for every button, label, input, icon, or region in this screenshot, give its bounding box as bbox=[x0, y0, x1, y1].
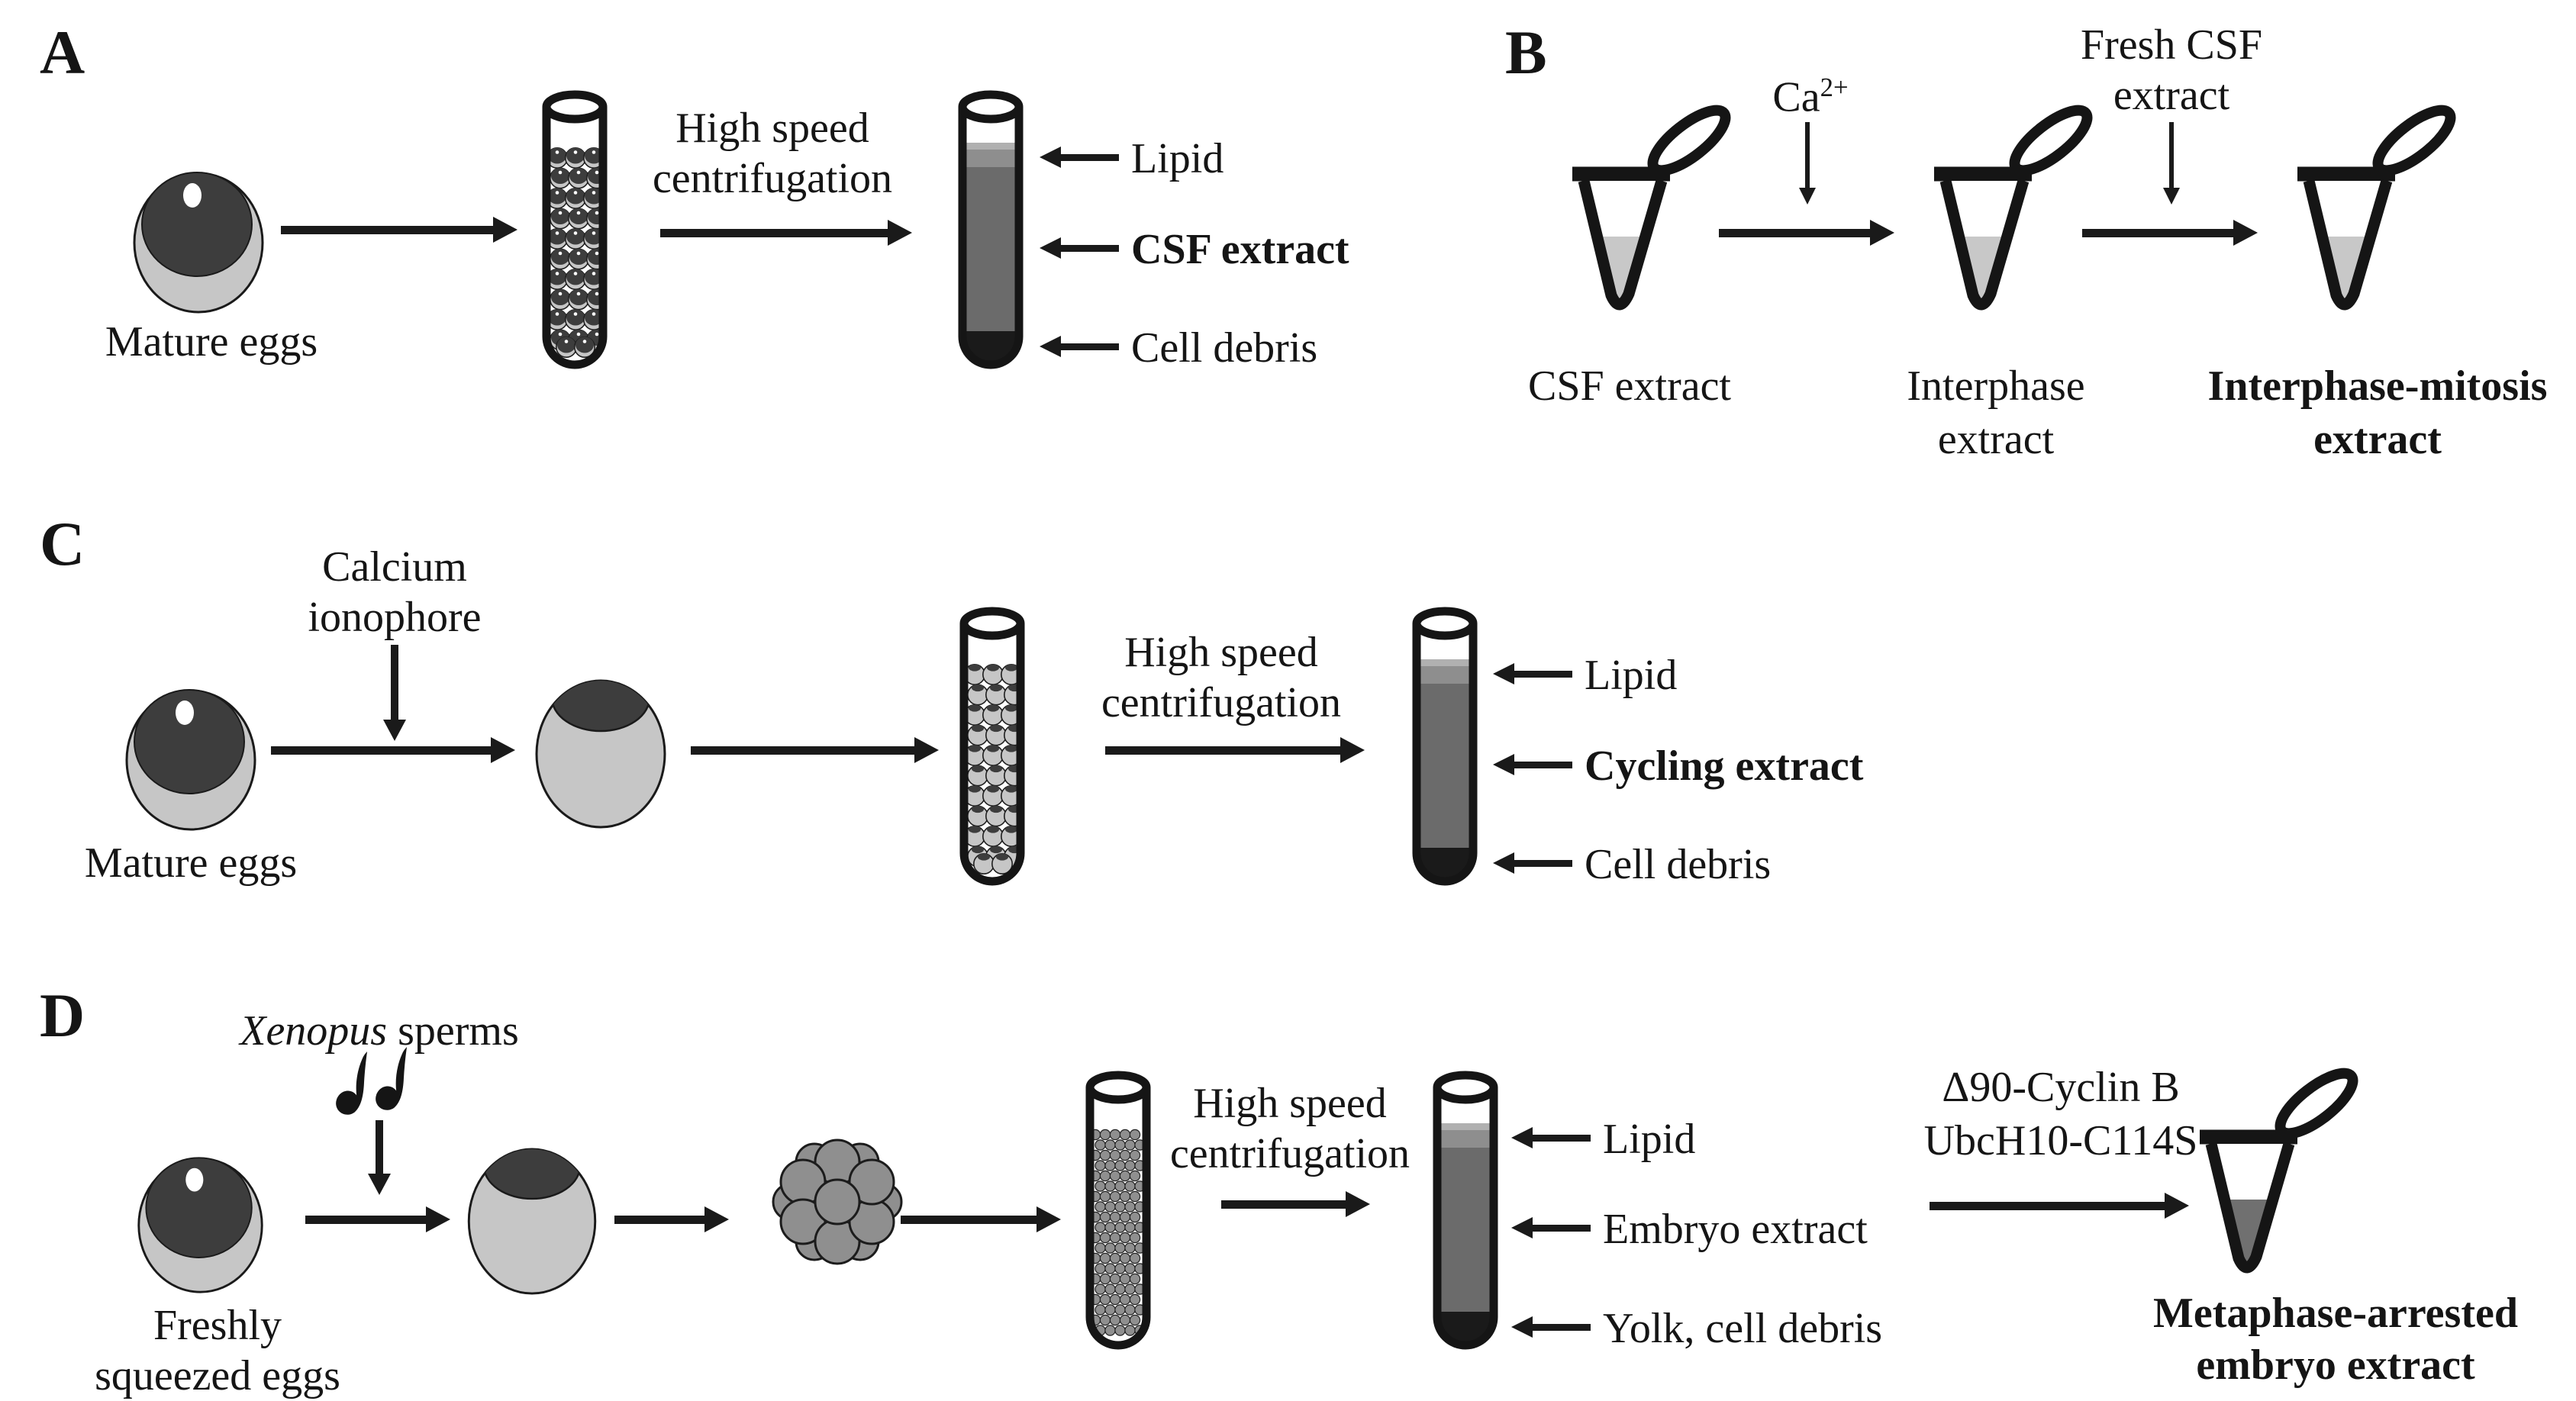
sperm-label: Xenopus sperms bbox=[240, 1007, 519, 1055]
sperm-icon bbox=[336, 1052, 368, 1115]
panel-d-source-label: squeezed eggs bbox=[95, 1352, 340, 1399]
arrow-left-icon bbox=[1511, 1127, 1591, 1148]
panel-c-source-label: Mature eggs bbox=[84, 839, 298, 887]
process-label: centrifugation bbox=[1169, 1130, 1411, 1177]
arrow-right-icon bbox=[271, 737, 515, 763]
arrow-right-icon bbox=[660, 220, 912, 246]
egg-tube-icon bbox=[959, 607, 1025, 886]
layer-label-extract: Cycling extract bbox=[1585, 742, 1864, 790]
arrow-right-icon bbox=[305, 1206, 450, 1232]
arrow-right-icon bbox=[1105, 737, 1365, 763]
mature-egg-icon bbox=[133, 172, 264, 314]
arrow-right-icon bbox=[691, 737, 939, 763]
fertilized-egg-icon bbox=[467, 1148, 597, 1295]
result-caption: Metaphase-arrested bbox=[2153, 1290, 2518, 1337]
activated-egg-icon bbox=[535, 679, 666, 829]
tube-caption-interphase: extract bbox=[1937, 416, 2055, 463]
layer-label-debris: Yolk, cell debris bbox=[1603, 1305, 1883, 1352]
panel-a-source-label: Mature eggs bbox=[105, 318, 318, 366]
arrow-right-icon bbox=[901, 1206, 1061, 1232]
arrow-left-icon bbox=[1493, 754, 1572, 775]
arrow-left-icon bbox=[1511, 1217, 1591, 1238]
layer-label-lipid: Lipid bbox=[1585, 652, 1678, 699]
arrow-left-icon bbox=[1040, 336, 1119, 357]
centrifuged-tube-icon bbox=[1412, 607, 1478, 886]
process-label: centrifugation bbox=[652, 155, 893, 202]
arrow-left-icon bbox=[1511, 1316, 1591, 1338]
arrow-down-icon bbox=[368, 1120, 391, 1195]
arrow-right-icon bbox=[2082, 220, 2258, 246]
centrifuged-tube-icon bbox=[1433, 1071, 1498, 1350]
layer-label-debris: Cell debris bbox=[1585, 841, 1772, 888]
arrow-left-icon bbox=[1040, 147, 1119, 168]
process-label: High speed bbox=[1193, 1080, 1387, 1127]
arrow-right-icon bbox=[614, 1206, 729, 1232]
panel-a-letter: A bbox=[40, 18, 85, 87]
layer-label-debris: Cell debris bbox=[1131, 324, 1318, 372]
arrow-down-icon bbox=[2163, 122, 2180, 205]
arrow-left-icon bbox=[1493, 663, 1572, 684]
reagent-label-freshcsf: Fresh CSF bbox=[2080, 21, 2263, 69]
sperm-icon bbox=[376, 1047, 408, 1110]
process-label: centrifugation bbox=[1101, 679, 1342, 726]
reagent-label-ubch10: UbcH10-C114S bbox=[1923, 1117, 2198, 1164]
tube-caption-interphase: Interphase bbox=[1907, 362, 2085, 410]
reagent-label-ionophore: Calcium bbox=[322, 543, 467, 591]
panel-d-source-label: Freshly bbox=[153, 1302, 282, 1349]
arrow-right-icon bbox=[1930, 1193, 2189, 1219]
eppendorf-tube-icon bbox=[1934, 105, 2093, 311]
arrow-right-icon bbox=[1221, 1191, 1370, 1217]
reagent-label-calcium: Ca2+ bbox=[1772, 72, 1849, 121]
panel-b-letter: B bbox=[1505, 18, 1547, 87]
arrow-down-icon bbox=[383, 645, 406, 741]
panel-d-letter: D bbox=[40, 981, 85, 1050]
eppendorf-tube-icon bbox=[1572, 105, 1731, 311]
eppendorf-tube-icon bbox=[2200, 1068, 2358, 1274]
layer-label-extract: Embryo extract bbox=[1603, 1206, 1868, 1253]
process-label: High speed bbox=[1124, 629, 1318, 676]
mature-egg-icon bbox=[125, 689, 256, 831]
egg-tube-icon bbox=[542, 90, 608, 369]
arrow-left-icon bbox=[1493, 852, 1572, 874]
eppendorf-tube-icon bbox=[2297, 105, 2456, 311]
centrifuged-tube-icon bbox=[958, 90, 1024, 369]
layer-label-lipid: Lipid bbox=[1603, 1116, 1696, 1163]
mature-egg-icon bbox=[137, 1157, 263, 1293]
embryo-tube-icon bbox=[1085, 1071, 1151, 1350]
embryo-cluster-icon bbox=[772, 1139, 903, 1265]
result-caption: embryo extract bbox=[2196, 1341, 2475, 1389]
process-label: High speed bbox=[675, 105, 869, 152]
tube-caption-csf: CSF extract bbox=[1528, 362, 1731, 410]
arrow-down-icon bbox=[1799, 122, 1816, 205]
tube-caption-interphase-mitosis: extract bbox=[2313, 416, 2442, 463]
panel-c-letter: C bbox=[40, 509, 85, 578]
reagent-label-ionophore: ionophore bbox=[308, 594, 482, 641]
arrow-right-icon bbox=[281, 217, 517, 243]
reagent-label-freshcsf: extract bbox=[2113, 72, 2230, 119]
reagent-label-cyclin: Δ90-Cyclin B bbox=[1942, 1064, 2180, 1111]
arrow-left-icon bbox=[1040, 237, 1119, 259]
layer-label-lipid: Lipid bbox=[1131, 135, 1224, 182]
layer-label-extract: CSF extract bbox=[1131, 226, 1349, 273]
arrow-right-icon bbox=[1719, 220, 1894, 246]
tube-caption-interphase-mitosis: Interphase-mitosis bbox=[2207, 362, 2548, 410]
